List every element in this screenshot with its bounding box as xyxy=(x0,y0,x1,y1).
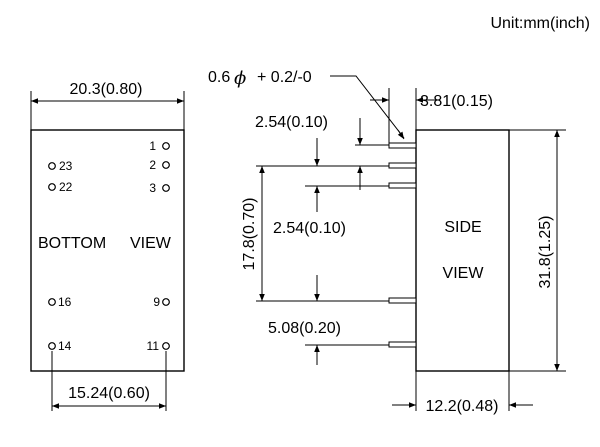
pin-length-dim: 3.81(0.15) xyxy=(420,93,493,110)
pitch-bottom-dim: 5.08(0.20) xyxy=(268,320,341,337)
bottom-view-body xyxy=(30,129,185,372)
bottom-label: BOTTOM xyxy=(38,235,106,252)
pin-dia-leader xyxy=(330,75,405,139)
bottom-width-dim: 20.3(0.80) xyxy=(70,81,143,98)
unit-label: Unit:mm(inch) xyxy=(490,15,590,32)
side-pin xyxy=(388,162,417,169)
side-pin xyxy=(388,142,417,149)
pin-23 xyxy=(48,162,56,170)
side-view-body xyxy=(415,129,510,372)
pin-dia-suffix: + 0.2/-0 xyxy=(257,69,312,86)
side-view: SIDE VIEW 0.6 ϕ + 0.2/-0 3.81(0.15) 2.54… xyxy=(208,68,566,415)
pin-22-label: 22 xyxy=(59,180,73,194)
view-label: VIEW xyxy=(130,235,172,252)
pin-9-label: 9 xyxy=(153,295,160,309)
pin-2 xyxy=(162,161,170,169)
pin-dia-arrow xyxy=(397,129,405,140)
pin-14 xyxy=(48,342,56,350)
bottom-pitch-dim: 15.24(0.60) xyxy=(68,385,150,402)
pin-2-label: 2 xyxy=(149,158,156,172)
pin-11 xyxy=(162,342,170,350)
pin-14-label: 14 xyxy=(58,339,72,353)
side-pin xyxy=(388,341,417,348)
pin-23-label: 23 xyxy=(59,159,73,173)
pin-16 xyxy=(48,298,56,306)
pin-1 xyxy=(162,142,170,150)
pitch-mid-dim: 2.54(0.10) xyxy=(273,220,346,237)
side-label: SIDE xyxy=(444,219,481,236)
side-pin xyxy=(388,297,417,304)
pin-9 xyxy=(162,298,170,306)
pin-22 xyxy=(48,183,56,191)
pin-3-label: 3 xyxy=(149,181,156,195)
thickness-dim: 12.2(0.48) xyxy=(426,398,499,415)
pin-dia-prefix: 0.6 xyxy=(208,69,230,86)
view-label-side: VIEW xyxy=(443,265,485,282)
span-dim: 17.8(0.70) xyxy=(241,198,258,271)
height-dim: 31.8(1.25) xyxy=(537,216,554,289)
pin-3 xyxy=(162,184,170,192)
pin-dia-symbol: ϕ xyxy=(234,68,246,89)
pin-1-label: 1 xyxy=(149,139,156,153)
side-pin xyxy=(388,182,417,189)
pitch-top-dim: 2.54(0.10) xyxy=(255,114,328,131)
pin-11-label: 11 xyxy=(147,339,160,353)
bottom-view: 20.3(0.80) 1 2 3 23 22 BOTTOM VIEW 16 9 … xyxy=(30,81,185,411)
pin-16-label: 16 xyxy=(58,295,72,309)
